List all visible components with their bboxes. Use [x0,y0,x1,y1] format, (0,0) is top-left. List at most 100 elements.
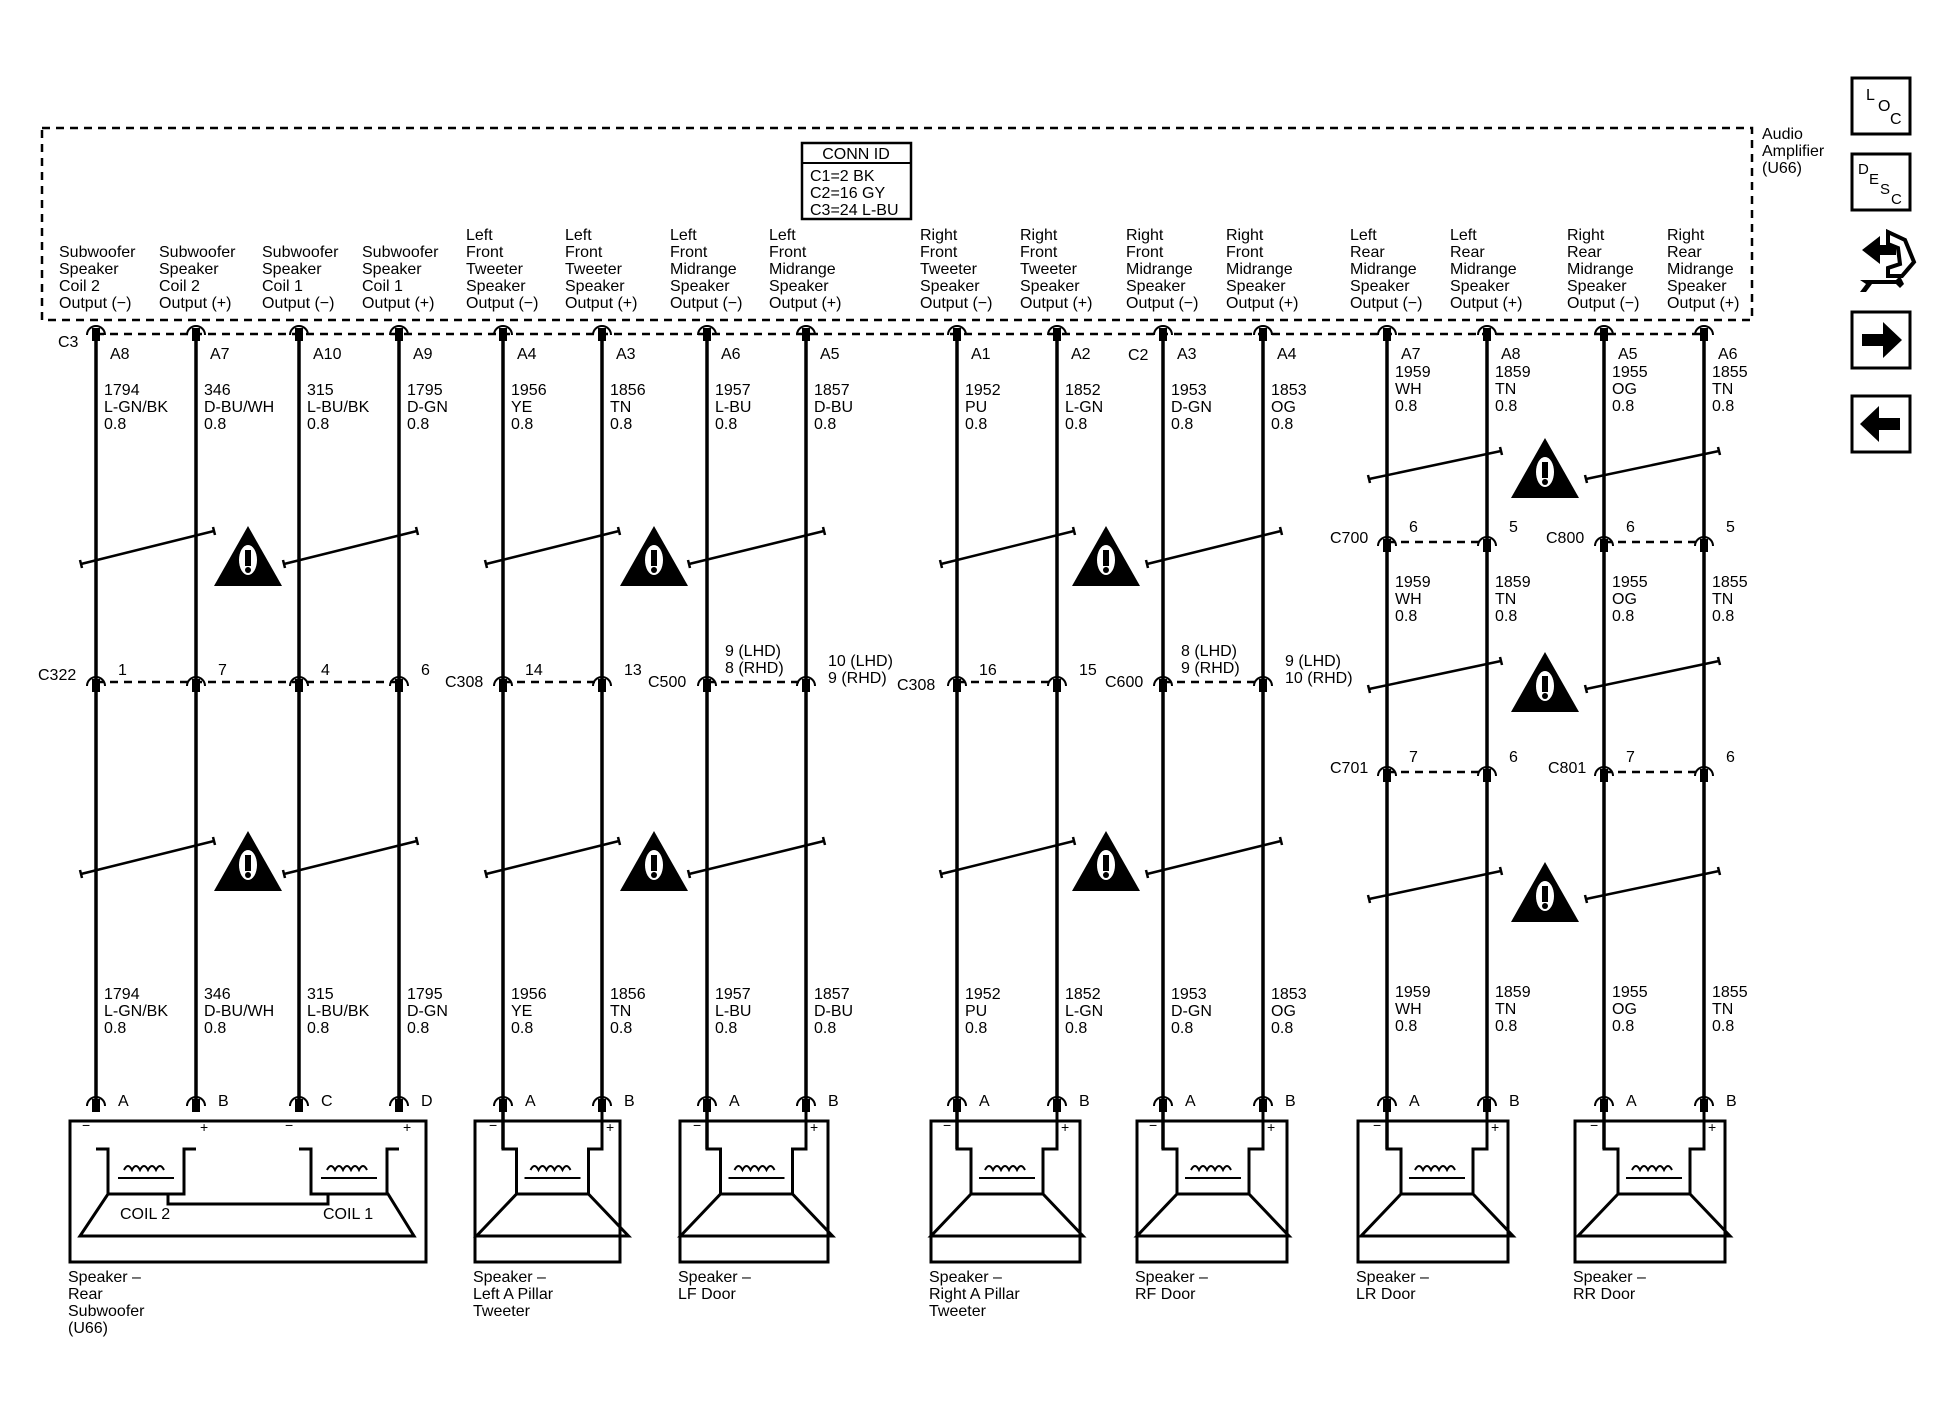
wire-spec: 0.8 [1712,608,1734,625]
connector-terminal [1153,1096,1173,1107]
circuit-description: Subwoofer [362,244,439,261]
connector-pin [192,679,200,692]
polarity-mark: − [285,1117,293,1133]
conn-id-line: C1=2 BK [810,168,875,185]
circuit-description: Coil 1 [262,278,303,295]
connector-pin [1700,328,1708,341]
tools-icon[interactable] [1860,228,1917,292]
amplifier-label-line: Amplifier [1762,143,1825,160]
speaker-name: Speaker – [1573,1269,1646,1286]
pin-number: 9 (LHD) [725,643,781,660]
warning-icon-mark [1542,676,1548,692]
circuit-description: Rear [1667,244,1702,261]
speaker-housing [1356,1119,1510,1264]
twisted-pair-marker [938,526,1077,569]
circuit-description: Front [769,244,807,261]
pin-number: A9 [413,346,433,363]
pin-number: A [1185,1093,1196,1110]
circuit-description: Coil 2 [159,278,200,295]
back-button[interactable] [1850,394,1912,454]
warning-icon-mark [245,872,251,878]
circuit-description: Right [1567,227,1605,244]
wire-spec: 0.8 [1495,608,1517,625]
circuit-description: Output (+) [1667,295,1739,312]
wire-spec: 1856 [610,382,646,399]
wire-spec: 0.8 [407,416,429,433]
speaker-name: Left A Pillar [473,1286,554,1303]
connector-id: C700 [1330,530,1368,547]
wire-spec: 1957 [715,382,751,399]
pin-number: A3 [616,346,636,363]
pin-number: B [624,1093,635,1110]
connector-terminal [493,325,513,336]
polarity-mark: + [1491,1119,1499,1135]
speaker: −+Speaker –LF Door [677,1100,836,1303]
wire-spec: D-GN [407,1003,448,1020]
circuit-description: Speaker [565,278,625,295]
conn-id-line: C3=24 L-BU [810,202,899,219]
polarity-mark: − [82,1117,90,1133]
twisted-pair-marker [686,836,827,879]
circuit-description: Right [1667,227,1705,244]
connector-terminal [1047,325,1067,336]
wire-spec: 0.8 [1065,1020,1087,1037]
connector-terminal [389,1096,409,1107]
wire-spec: OG [1612,381,1637,398]
pin-number: 5 [1509,519,1518,536]
connector-id: C322 [38,667,76,684]
wire-spec: 0.8 [1612,608,1634,625]
wire-spec: 0.8 [1065,416,1087,433]
polarity-mark: + [1708,1119,1716,1135]
circuit-description: Speaker [1350,278,1410,295]
speaker-housing [678,1119,830,1264]
pin-number: 9 (LHD) [1285,653,1341,670]
wire-spec: D-BU/WH [204,399,274,416]
loc-button[interactable]: L O C [1850,76,1912,136]
speaker-voice-coil [705,1100,808,1196]
wire-spec: TN [1712,1001,1733,1018]
wire-spec: 1855 [1712,364,1748,381]
wire-spec: 1952 [965,986,1001,1003]
polarity-mark: + [200,1119,208,1135]
circuit-description: Midrange [1226,261,1293,278]
wire-spec: 1956 [511,382,547,399]
warning-icon-mark [1542,693,1548,699]
connector-pin [192,1099,200,1112]
circuit-description: Speaker [262,261,322,278]
connector-terminal [186,1096,206,1107]
circuit-description: Midrange [1450,261,1517,278]
circuit-description: Right [1020,227,1058,244]
warning-icon-mark [245,550,251,566]
connector-id: C2 [1128,347,1149,364]
connector-terminal [947,1096,967,1107]
twisted-pair-marker [281,526,420,569]
wire-spec: 1859 [1495,364,1531,381]
wire-spec: 1859 [1495,984,1531,1001]
circuit-description: Output (−) [670,295,742,312]
desc-button[interactable]: D E S C [1850,152,1912,212]
circuit-description: Output (+) [1226,295,1298,312]
circuit-description: Speaker [1667,278,1727,295]
circuit-description: Front [670,244,708,261]
connector-pin [395,679,403,692]
connector-terminal [1377,1096,1397,1107]
wire-spec: 1855 [1712,984,1748,1001]
next-button[interactable] [1850,310,1912,370]
speaker-name: Speaker – [1135,1269,1208,1286]
wire-spec: 1953 [1171,986,1207,1003]
speaker-name: Speaker – [929,1269,1002,1286]
loc-letter: O [1878,98,1890,115]
speaker: −+Speaker –RF Door [1133,1100,1293,1303]
connector-terminal [86,1096,106,1107]
wire-spec: L-BU/BK [307,399,370,416]
pin-number: A4 [517,346,537,363]
connector-terminal [1594,325,1614,336]
connector-terminal [1153,325,1173,336]
wire-spec: 0.8 [104,1020,126,1037]
circuit-description: Output (−) [262,295,334,312]
warning-icon-mark [245,855,251,871]
connector-terminal [493,1096,513,1107]
